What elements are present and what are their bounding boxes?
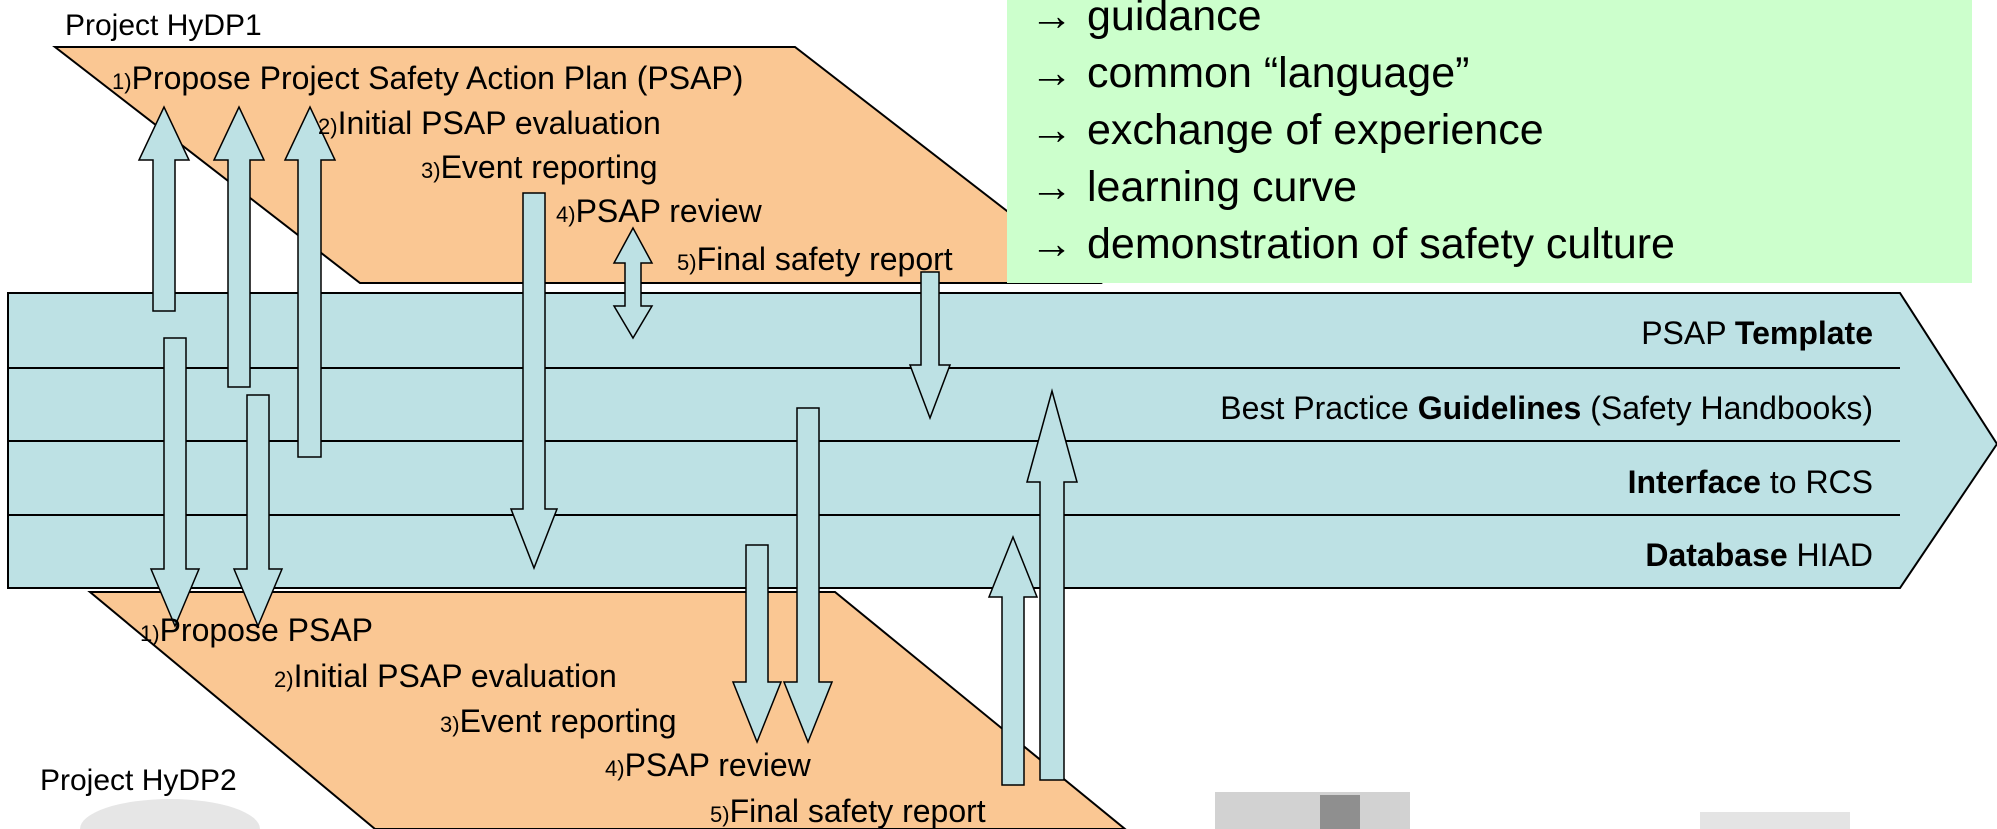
arrow-up: [283, 105, 337, 458]
arrow-down: [908, 271, 952, 421]
right-arrow-icon: →: [1030, 163, 1073, 211]
step-number: 2): [318, 114, 338, 139]
step-number: 4): [605, 756, 625, 781]
step-number: 3): [421, 158, 441, 183]
step-label: Event reporting: [460, 703, 677, 739]
benefit-label: guidance: [1087, 0, 1262, 40]
project2-shape: [87, 591, 1127, 829]
photo-fragment-figure: [1320, 795, 1360, 829]
step-number: 1): [140, 621, 160, 646]
arrow-double: [612, 226, 654, 340]
project1-step-1: 1)Propose Project Safety Action Plan (PS…: [112, 60, 743, 96]
arrow-down: [232, 394, 284, 628]
layer-text: HIAD: [1788, 537, 1873, 573]
arrow-down: [149, 337, 201, 628]
step-label: Initial PSAP evaluation: [294, 658, 617, 694]
arrow-up: [987, 534, 1039, 786]
benefit-item: → guidance: [1030, 0, 1262, 40]
layer-text: Best Practice: [1220, 390, 1417, 426]
step-label: Propose Project Safety Action Plan (PSAP…: [132, 60, 744, 96]
benefit-item: → learning curve: [1030, 163, 1357, 211]
layer-text: PSAP: [1641, 315, 1735, 351]
photo-fragment-left: [80, 799, 260, 829]
background-photos: [80, 792, 1850, 829]
layer-psap-template: PSAP Template: [1641, 315, 1873, 351]
step-label: Final safety report: [697, 241, 953, 277]
step-label: PSAP review: [576, 193, 763, 229]
step-label: Propose PSAP: [160, 612, 373, 648]
project2-step-5: 5)Final safety report: [710, 793, 986, 829]
step-number: 2): [274, 667, 294, 692]
step-number: 5): [677, 250, 697, 275]
benefit-label: learning curve: [1087, 163, 1357, 211]
right-arrow-icon: →: [1030, 49, 1073, 97]
photo-fragment-center: [1215, 792, 1410, 829]
layer-keyword: Interface: [1628, 464, 1761, 500]
project2-title: Project HyDP2: [40, 764, 237, 797]
step-number: 5): [710, 802, 730, 827]
step-label: Initial PSAP evaluation: [338, 105, 661, 141]
project1-step-2: 2)Initial PSAP evaluation: [318, 105, 661, 141]
project1-step-4: 4)PSAP review: [556, 193, 763, 229]
project1-step-5: 5)Final safety report: [677, 241, 953, 277]
benefit-item: → demonstration of safety culture: [1030, 220, 1675, 268]
layer-interface: Interface to RCS: [1628, 464, 1873, 500]
step-label: Final safety report: [730, 793, 986, 829]
benefit-label: common “language”: [1087, 49, 1469, 97]
arrow-up: [137, 105, 191, 312]
right-arrow-icon: →: [1030, 106, 1073, 154]
layer-keyword: Database: [1645, 537, 1787, 573]
flow-arrows: [137, 105, 1078, 786]
step-number: 4): [556, 202, 576, 227]
arrow-up: [1026, 388, 1078, 781]
benefits-list: → guidance → common “language” → exchange o…: [1030, 0, 1675, 268]
step-number: 3): [440, 712, 460, 737]
project1-title: Project HyDP1: [65, 9, 262, 42]
project2-step-3: 3)Event reporting: [440, 703, 677, 739]
benefits-box: [1007, 0, 1972, 283]
arrow-down: [509, 192, 559, 571]
project2-step-4: 4)PSAP review: [605, 747, 812, 783]
arrow-down: [782, 407, 834, 745]
right-arrow-icon: →: [1030, 220, 1073, 268]
step-number: 1): [112, 69, 132, 94]
layer-database: Database HIAD: [1645, 537, 1873, 573]
layer-text: (Safety Handbooks): [1581, 390, 1873, 426]
layer-keyword: Template: [1735, 315, 1873, 351]
project1-step-3: 3)Event reporting: [421, 149, 658, 185]
benefit-item: → common “language”: [1030, 49, 1469, 97]
right-arrow-icon: →: [1030, 0, 1073, 40]
benefit-item: → exchange of experience: [1030, 106, 1544, 154]
step-label: Event reporting: [441, 149, 658, 185]
benefit-label: demonstration of safety culture: [1087, 220, 1675, 268]
arrow-down: [731, 544, 783, 745]
arrow-up: [212, 105, 266, 388]
project2-step-1: 1)Propose PSAP: [140, 612, 373, 648]
photo-fragment-right: [1700, 812, 1850, 829]
project2-step-2: 2)Initial PSAP evaluation: [274, 658, 617, 694]
layer-guidelines: Best Practice Guidelines (Safety Handboo…: [1220, 390, 1873, 426]
layer-text: to RCS: [1761, 464, 1873, 500]
benefit-label: exchange of experience: [1087, 106, 1544, 154]
layer-keyword: Guidelines: [1418, 390, 1582, 426]
step-label: PSAP review: [625, 747, 812, 783]
